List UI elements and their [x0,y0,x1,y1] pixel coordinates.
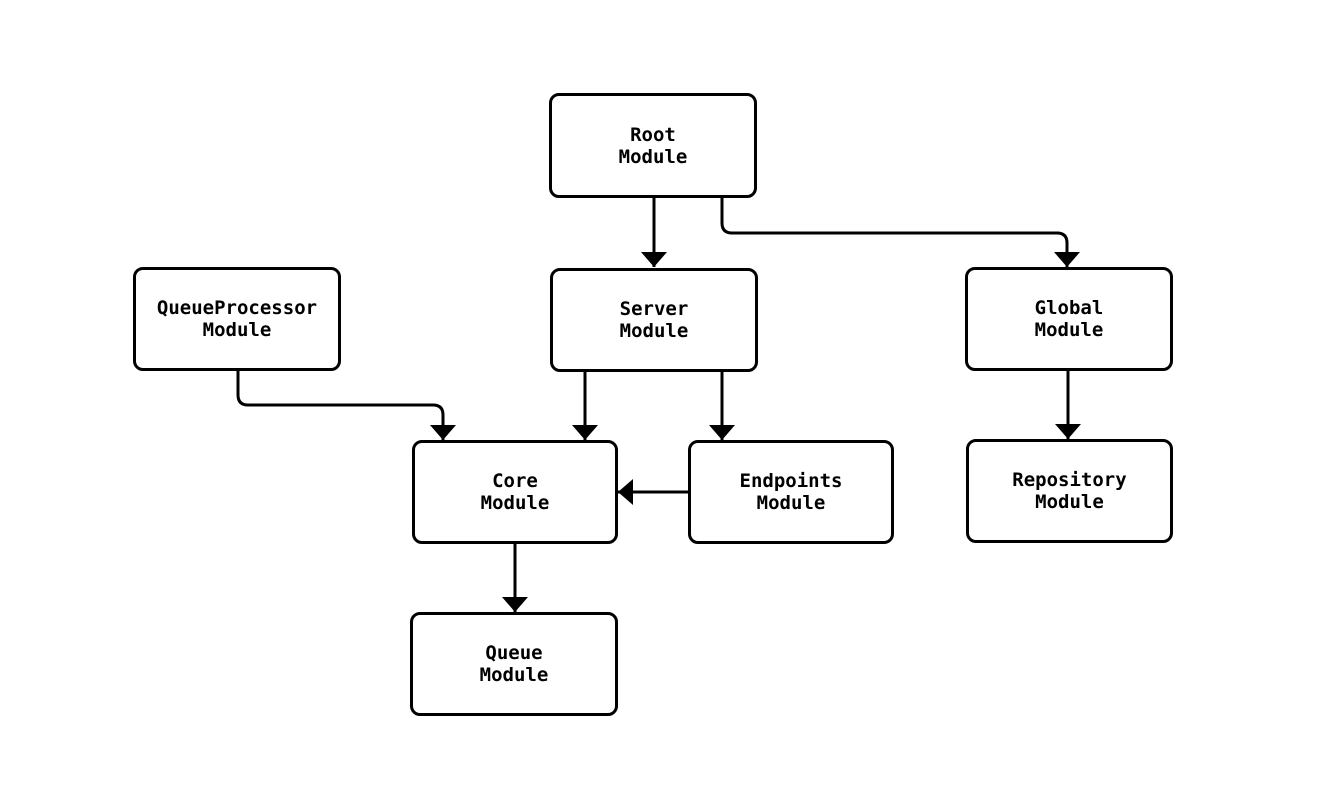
arrowhead-root-to-global [1054,252,1080,267]
node-endpoints-module: Endpoints Module [688,440,894,544]
node-endpoints-module-label: Endpoints Module [739,470,843,514]
node-root-module-label: Root Module [618,123,688,168]
node-queueprocessor-module: QueueProcessor Module [133,267,341,371]
node-repository-module-label: Repository Module [1012,469,1127,513]
edge-root-to-global [720,198,1069,267]
arrowhead-server-to-core [572,425,598,440]
node-server-module-label: Server Module [619,298,689,342]
arrowhead-root-to-server [641,252,667,267]
node-repository-module: Repository Module [966,439,1173,543]
arrowhead-queueprocessor-to-core [430,425,456,440]
node-queueprocessor-module-label: QueueProcessor Module [156,297,318,341]
arrowhead-server-to-endpoints [709,425,735,440]
edge-queueprocessor-to-core [236,371,445,440]
node-global-module: Global Module [965,267,1173,371]
node-core-module: Core Module [412,440,618,544]
arrowhead-global-to-repository [1055,424,1081,439]
node-global-module-label: Global Module [1034,297,1104,341]
arrowhead-core-to-queue [502,597,528,612]
node-core-module-label: Core Module [480,470,550,514]
node-server-module: Server Module [550,268,758,372]
arrowhead-endpoints-to-core [618,479,633,505]
node-queue-module: Queue Module [410,612,618,716]
node-root-module: Root Module [549,93,757,198]
node-queue-module-label: Queue Module [479,642,549,686]
